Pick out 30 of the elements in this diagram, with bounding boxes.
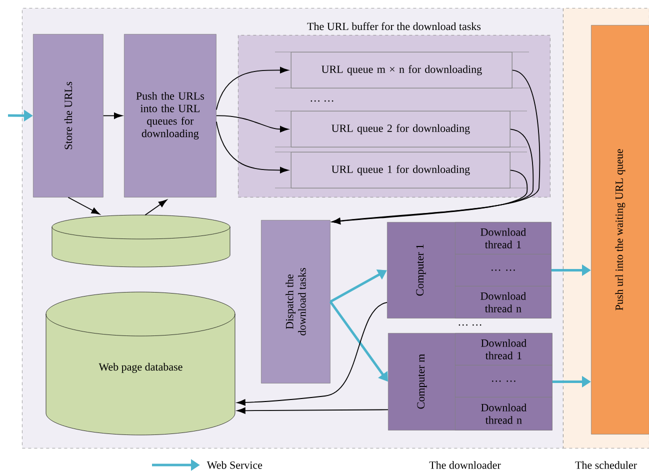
ellipsis-label: … … bbox=[310, 100, 334, 102]
arrow bbox=[68, 196, 100, 215]
thread-cell: Download thread n bbox=[455, 397, 552, 430]
region-caption: The downloader bbox=[429, 461, 501, 469]
arrow bbox=[216, 66, 288, 110]
thread-cell: Download thread n bbox=[455, 286, 552, 318]
region-caption: The scheduler bbox=[575, 461, 637, 469]
arrow bbox=[102, 112, 122, 119]
panel-title: The URL buffer for the download tasks bbox=[307, 22, 481, 30]
arrow bbox=[236, 302, 388, 406]
process-box: Store the URLs bbox=[33, 34, 104, 198]
legend-text: Web Service bbox=[206, 461, 262, 469]
queue-box: URL queue 2 for downloading bbox=[291, 111, 510, 148]
queue-box: URL queue m × n for downloading bbox=[291, 52, 512, 88]
thread-cell: Download thread 1 bbox=[455, 222, 552, 254]
database-cylinder: Web page database bbox=[46, 292, 236, 436]
process-box: Push url into the waiting URL queue bbox=[591, 25, 649, 434]
database-cylinder bbox=[52, 214, 230, 268]
arrow bbox=[216, 121, 288, 174]
ellipsis-label: … … bbox=[458, 324, 482, 326]
arrow bbox=[216, 115, 288, 132]
process-box: Dispatch the download tasks bbox=[261, 220, 330, 384]
arrow bbox=[236, 407, 388, 414]
thread-cell: … … bbox=[455, 365, 552, 398]
arrow bbox=[144, 200, 168, 216]
queue-box: URL queue 1 for downloading bbox=[291, 152, 510, 188]
arrow bbox=[332, 170, 528, 224]
process-box: Push the URLs into the URL queues for downloading bbox=[124, 34, 216, 198]
thread-cell: … … bbox=[455, 254, 552, 286]
thread-cell: Download thread 1 bbox=[455, 333, 552, 366]
